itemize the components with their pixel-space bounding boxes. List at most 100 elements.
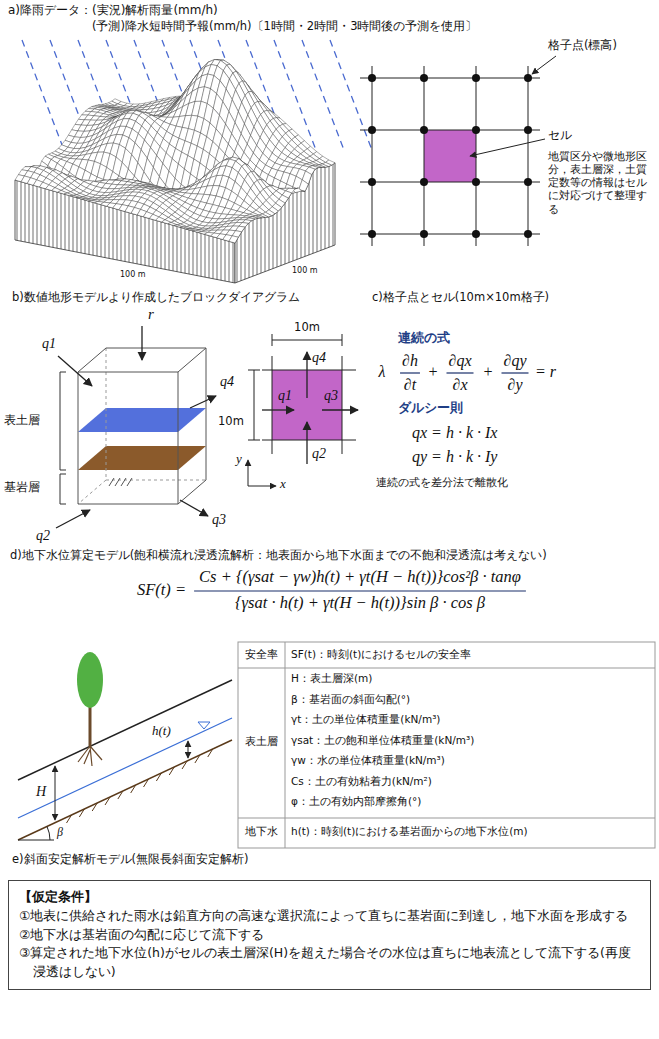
hatch-tick (208, 749, 213, 757)
grid-point (368, 126, 376, 134)
flux-arrow (262, 409, 294, 410)
angle-arc (47, 827, 50, 841)
tree-crown (77, 652, 103, 708)
bedrock-line (18, 740, 232, 840)
flux-symbol: q3 (324, 388, 338, 403)
terrain-mesh (70, 195, 79, 197)
flux-arrow (322, 409, 358, 410)
grid-point (472, 126, 480, 134)
bedrock-hatch (109, 478, 132, 486)
flux-symbol: q1 (42, 336, 56, 351)
axis-arrow (248, 486, 276, 487)
flux-symbol: q4 (312, 350, 326, 365)
equation-term: ∂h (402, 352, 418, 370)
table-cell: SF(t)：時刻(t)におけるセルの安全率 (291, 648, 471, 661)
hatch-tick (144, 779, 149, 787)
grid-point (472, 178, 480, 186)
block-diagram (15, 60, 335, 283)
flux-symbol: q2 (312, 446, 326, 461)
equation-heading: ダルシー則 (398, 400, 463, 416)
dimension-label: H (36, 784, 46, 799)
grid-point (368, 74, 376, 82)
grid-lines (360, 66, 540, 246)
depth-arrow (55, 766, 56, 820)
flux-arrow (190, 396, 216, 408)
equation-term: λ (379, 363, 386, 381)
grid-point (420, 178, 428, 186)
grid-point (524, 74, 532, 82)
grid-line (476, 66, 477, 246)
table-cell: 安全率 (245, 648, 278, 662)
dimension-line (248, 334, 342, 440)
panel-label: (予測)降水短時間予報(mm/h)〔1時間・2時間・3時間後の予測を使用〕 (92, 19, 477, 33)
rain-line (162, 40, 204, 150)
hatch-tick (195, 755, 200, 763)
grid-point (524, 126, 532, 134)
flux-symbol: q3 (212, 512, 226, 527)
flux-symbol: q1 (278, 388, 292, 403)
grid-point (368, 178, 376, 186)
figure-caption: e)斜面安定解析モデル(無限長斜面安定解析) (12, 852, 249, 866)
level-arrow (188, 741, 189, 758)
fraction-bar (501, 372, 528, 373)
layer-bracket (60, 372, 66, 504)
rain-line (274, 40, 316, 150)
equation: qy = h · k · Iy (412, 448, 497, 466)
hatch-tick (67, 815, 72, 823)
scale-label: 100 m (120, 270, 146, 280)
panel-label: a)降雨データ：(実況)解析雨量(mm/h) (8, 3, 218, 18)
equation-term: ∂qx (448, 352, 471, 370)
cell-fill (424, 130, 476, 182)
table-rule (238, 642, 655, 848)
note-text: 地質区分や微地形区分，表土層深，土質定数等の情報はセルに対応づけて整理する (548, 150, 654, 216)
flux-arrow (58, 356, 92, 386)
flux-arrow (306, 422, 307, 464)
ground-surface (18, 680, 232, 780)
table-cell: H：表土層深(m) (291, 672, 372, 685)
flux-arrow (180, 500, 208, 516)
grid-point (420, 230, 428, 238)
table-cell: h(t)：時刻(t)における基岩面からの地下水位(m) (291, 825, 528, 838)
scale-label: 100 m (292, 266, 318, 276)
box-edge (78, 348, 206, 504)
hatch-tick (182, 761, 187, 769)
box-text: ②地下水は基岩面の勾配に応じて流下する (19, 926, 640, 945)
flux-arrow (56, 510, 90, 528)
equation-term: ∂y (507, 376, 522, 394)
layer-label: 表土層 (4, 413, 40, 427)
grid-line (360, 234, 540, 235)
rain-line (78, 40, 120, 150)
grid-line (360, 130, 540, 131)
equation-heading: 連続の式 (398, 330, 450, 346)
axis-arrow (248, 460, 249, 486)
terrain-mesh (180, 227, 189, 229)
equation-numerator: Cs + {(γsat − γw)h(t) + γt(H − h(t))}cos… (199, 568, 521, 586)
grid-line (528, 66, 529, 246)
callout-label: 格子点(標高) (548, 38, 617, 52)
hatch-tick (105, 797, 110, 805)
terrain-mesh (229, 236, 238, 243)
rain-line (330, 40, 372, 150)
dimension-label: 10m (218, 414, 244, 428)
water-level-symbol (198, 722, 210, 729)
equation-term: + (483, 363, 494, 381)
flux-symbol: r (148, 306, 154, 323)
table-cell: Cs：土の有効粘着力(kN/m²) (291, 775, 432, 788)
equation-term: = r (535, 363, 556, 381)
grid-point (420, 74, 428, 82)
hatch-tick (169, 767, 174, 775)
bedrock-plane (78, 446, 206, 470)
rain-line (246, 40, 288, 150)
equation: qx = h · k · Ix (412, 424, 497, 442)
grid-points (368, 74, 532, 238)
grid-line (360, 78, 540, 79)
hatch-tick (156, 773, 161, 781)
grid-line (424, 66, 425, 246)
leader-arrow (532, 56, 556, 74)
equation-term: ∂qy (503, 352, 526, 370)
hatch-tick (118, 791, 123, 799)
equation-denominator: {γsat · h(t) + γt(H − h(t))}sin β · cos … (235, 594, 485, 612)
table-cell: φ：土の有効内部摩擦角(°) (291, 795, 421, 808)
equation-term: ∂t (404, 376, 416, 394)
